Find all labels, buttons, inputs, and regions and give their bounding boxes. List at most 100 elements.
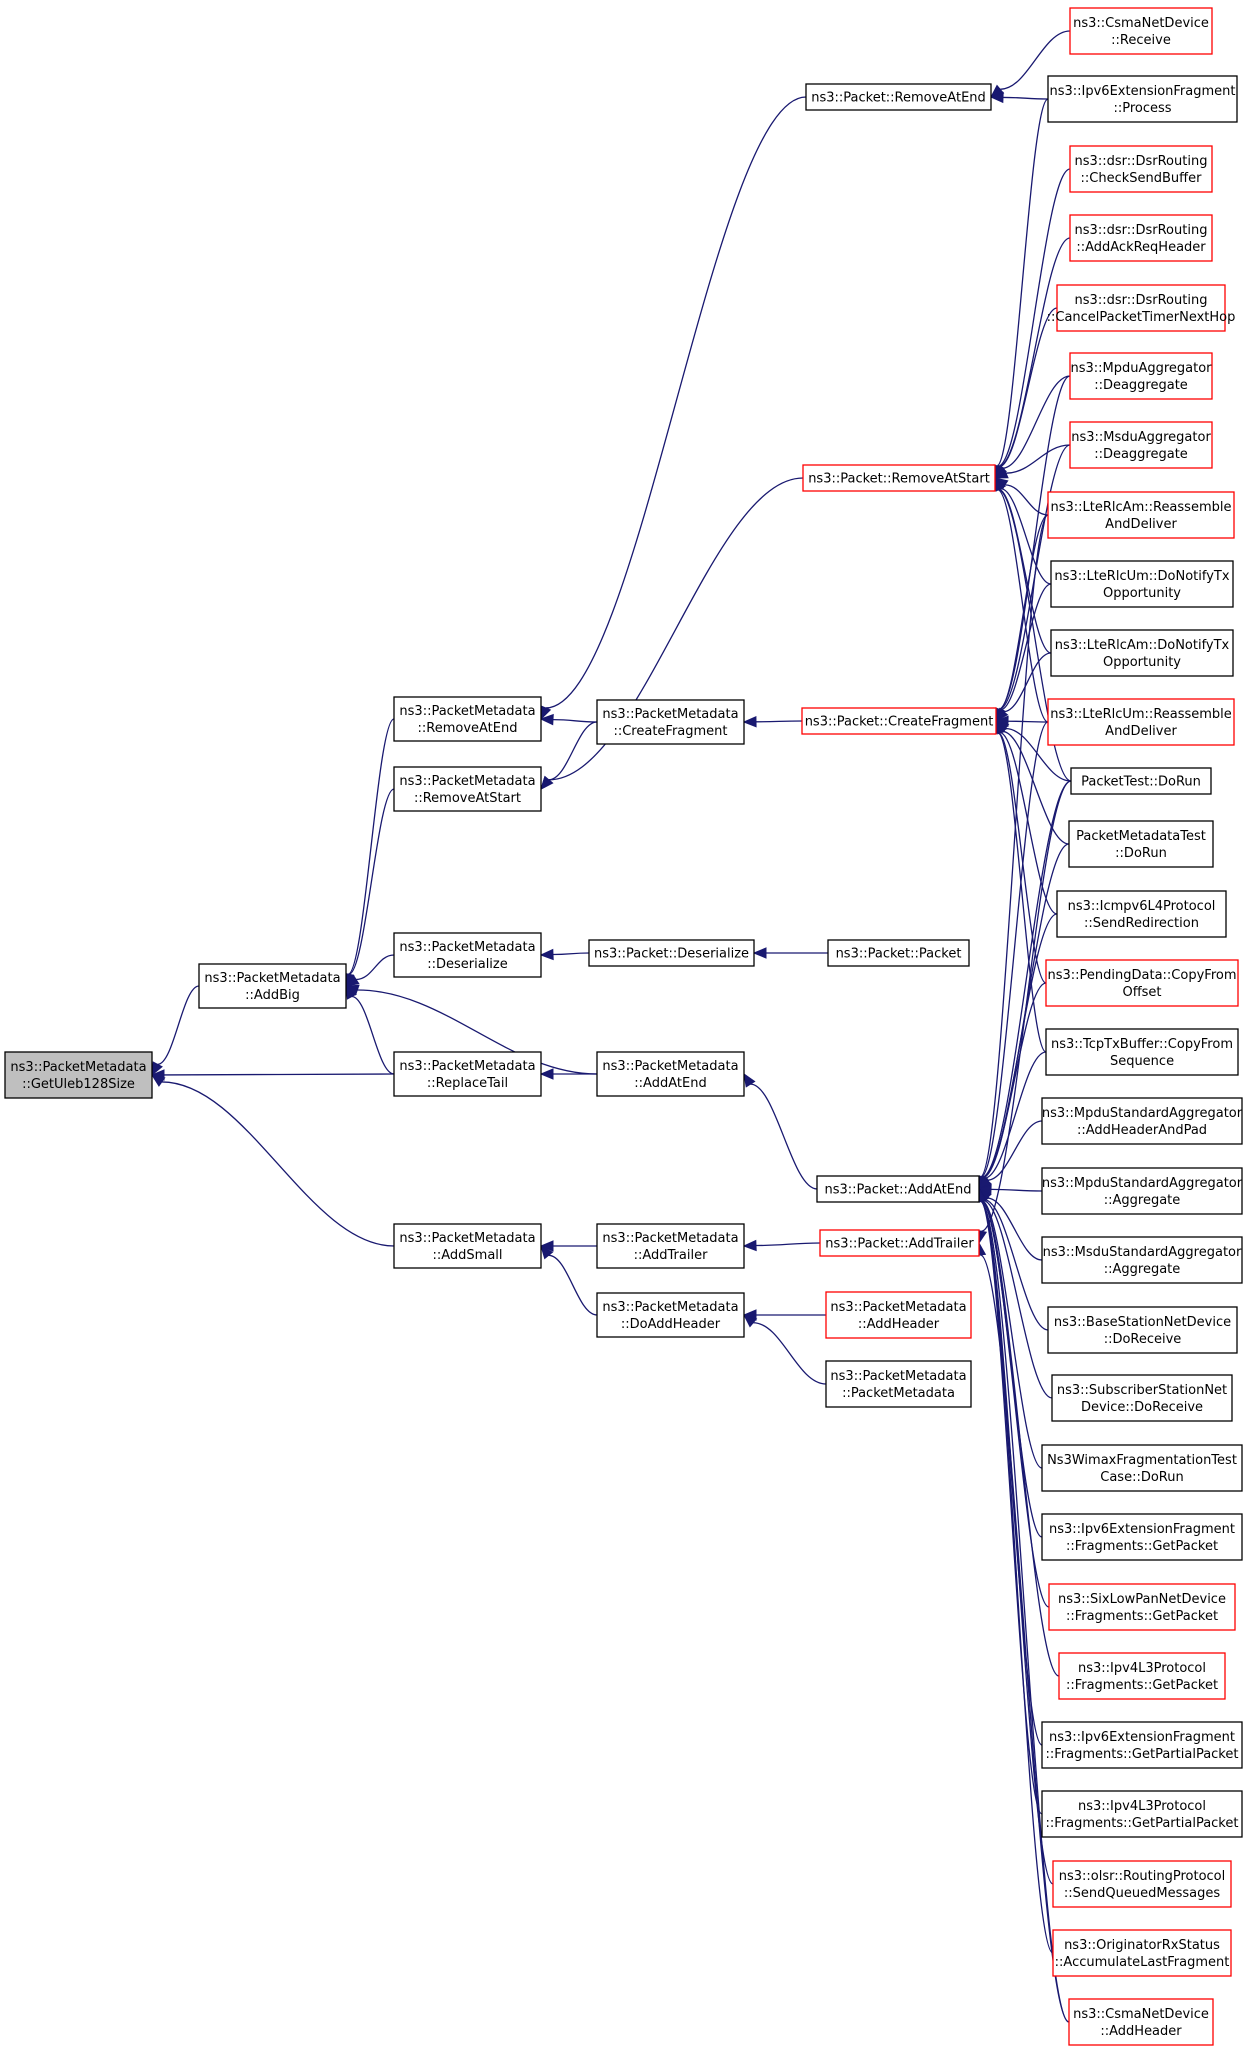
node-ipv4l3_partial[interactable]: ns3::Ipv4L3Protocol::Fragments::GetParti…	[1041, 1790, 1243, 1838]
node-box[interactable]	[1058, 1652, 1226, 1700]
node-box[interactable]	[596, 1223, 745, 1269]
node-box[interactable]	[596, 699, 745, 745]
node-csma_receive[interactable]: ns3::CsmaNetDevice::Receive	[1069, 7, 1213, 55]
node-dsr_addack[interactable]: ns3::dsr::DsrRouting::AddAckReqHeader	[1069, 214, 1213, 262]
node-p_removeatend[interactable]: ns3::Packet::RemoveAtEnd	[805, 83, 992, 111]
node-box[interactable]	[1070, 767, 1212, 795]
node-mpdustd_agg[interactable]: ns3::MpduStandardAggregator::Aggregate	[1041, 1167, 1243, 1215]
node-box[interactable]	[1052, 1860, 1232, 1908]
node-p_packet[interactable]: ns3::Packet::Packet	[827, 939, 970, 967]
node-p_addatend[interactable]: ns3::Packet::AddAtEnd	[816, 1175, 980, 1203]
node-box[interactable]	[393, 1223, 542, 1269]
node-csma_addheader[interactable]: ns3::CsmaNetDevice::AddHeader	[1068, 1998, 1214, 2046]
node-box[interactable]	[1069, 421, 1213, 469]
node-pm_addatend[interactable]: ns3::PacketMetadata::AddAtEnd	[596, 1051, 745, 1097]
node-box[interactable]	[1068, 820, 1214, 868]
node-box[interactable]	[1041, 1236, 1243, 1284]
node-p_addtrailer[interactable]: ns3::Packet::AddTrailer	[819, 1229, 980, 1257]
node-box[interactable]	[1069, 214, 1213, 262]
node-box[interactable]	[596, 1292, 745, 1338]
node-ipv4l3_getpacket[interactable]: ns3::Ipv4L3Protocol::Fragments::GetPacke…	[1058, 1652, 1226, 1700]
node-packettest[interactable]: PacketTest::DoRun	[1070, 767, 1212, 795]
node-ipv6frag_getpacket[interactable]: ns3::Ipv6ExtensionFragment::Fragments::G…	[1041, 1513, 1243, 1561]
node-replacetail[interactable]: ns3::PacketMetadata::ReplaceTail	[393, 1051, 542, 1097]
node-pm_createfragment[interactable]: ns3::PacketMetadata::CreateFragment	[596, 699, 745, 745]
node-box[interactable]	[825, 1360, 972, 1408]
node-dsr_cancel[interactable]: ns3::dsr::DsrRouting::CancelPacketTimerN…	[1047, 284, 1236, 332]
node-mpdustd_addheader[interactable]: ns3::MpduStandardAggregator::AddHeaderAn…	[1041, 1097, 1243, 1145]
node-ipv6frag_process[interactable]: ns3::Ipv6ExtensionFragment::Process	[1047, 75, 1238, 123]
node-box[interactable]	[393, 1051, 542, 1097]
node-addsmall[interactable]: ns3::PacketMetadata::AddSmall	[393, 1223, 542, 1269]
node-bsnd_receive[interactable]: ns3::BaseStationNetDevice::DoReceive	[1047, 1306, 1238, 1354]
node-box[interactable]	[1047, 75, 1238, 123]
node-pm_packetmetadata[interactable]: ns3::PacketMetadata::PacketMetadata	[825, 1360, 972, 1408]
node-box[interactable]	[1069, 145, 1213, 193]
node-p_deserialize[interactable]: ns3::Packet::Deserialize	[588, 939, 755, 967]
node-dsr_checksend[interactable]: ns3::dsr::DsrRouting::CheckSendBuffer	[1069, 145, 1213, 193]
node-mpdu_deagg[interactable]: ns3::MpduAggregator::Deaggregate	[1069, 352, 1213, 400]
node-box[interactable]	[393, 696, 542, 742]
node-box[interactable]	[588, 939, 755, 967]
node-box[interactable]	[802, 464, 996, 492]
node-box[interactable]	[1041, 1444, 1243, 1492]
node-olsr[interactable]: ns3::olsr::RoutingProtocol::SendQueuedMe…	[1052, 1860, 1232, 1908]
node-p_removeatstart[interactable]: ns3::Packet::RemoveAtStart	[802, 464, 996, 492]
node-ssnd_receive[interactable]: ns3::SubscriberStationNetDevice::DoRecei…	[1051, 1374, 1233, 1422]
node-box[interactable]	[596, 1051, 745, 1097]
node-box[interactable]	[1050, 629, 1234, 677]
node-box[interactable]	[1069, 352, 1213, 400]
node-msdu_deagg[interactable]: ns3::MsduAggregator::Deaggregate	[1069, 421, 1213, 469]
node-p_createfragment[interactable]: ns3::Packet::CreateFragment	[801, 707, 997, 735]
node-box[interactable]	[825, 1291, 972, 1339]
node-pm_removeatend[interactable]: ns3::PacketMetadata::RemoveAtEnd	[393, 696, 542, 742]
node-box[interactable]	[819, 1229, 980, 1257]
node-sixlowpan[interactable]: ns3::SixLowPanNetDevice::Fragments::GetP…	[1048, 1583, 1236, 1631]
node-box[interactable]	[801, 707, 997, 735]
node-getuleb[interactable]: ns3::PacketMetadata::GetUleb128Size	[4, 1051, 153, 1099]
node-ipv6frag_partial[interactable]: ns3::Ipv6ExtensionFragment::Fragments::G…	[1041, 1721, 1243, 1769]
node-box[interactable]	[1045, 1028, 1239, 1076]
node-box[interactable]	[4, 1051, 153, 1099]
node-box[interactable]	[1056, 890, 1227, 938]
node-box[interactable]	[1041, 1167, 1243, 1215]
node-originator[interactable]: ns3::OriginatorRxStatus::AccumulateLastF…	[1052, 1929, 1232, 1977]
node-box[interactable]	[816, 1175, 980, 1203]
node-box[interactable]	[1047, 1306, 1238, 1354]
node-box[interactable]	[1048, 1583, 1236, 1631]
node-box[interactable]	[1069, 7, 1213, 55]
node-msdustd_agg[interactable]: ns3::MsduStandardAggregator::Aggregate	[1041, 1236, 1243, 1284]
node-box[interactable]	[393, 932, 542, 978]
node-addbig[interactable]: ns3::PacketMetadata::AddBig	[198, 963, 347, 1009]
node-box[interactable]	[393, 766, 542, 812]
node-box[interactable]	[1041, 1790, 1243, 1838]
node-pm_addheader[interactable]: ns3::PacketMetadata::AddHeader	[825, 1291, 972, 1339]
node-pm_addtrailer[interactable]: ns3::PacketMetadata::AddTrailer	[596, 1223, 745, 1269]
node-pm_removeatstart[interactable]: ns3::PacketMetadata::RemoveAtStart	[393, 766, 542, 812]
node-pm_deserialize[interactable]: ns3::PacketMetadata::Deserialize	[393, 932, 542, 978]
node-box[interactable]	[1041, 1513, 1243, 1561]
node-box[interactable]	[1052, 1929, 1232, 1977]
node-box[interactable]	[1045, 959, 1239, 1007]
node-pm_doaddheader[interactable]: ns3::PacketMetadata::DoAddHeader	[596, 1292, 745, 1338]
node-box[interactable]	[1056, 284, 1226, 332]
node-box[interactable]	[1050, 560, 1234, 608]
node-box[interactable]	[827, 939, 970, 967]
node-box[interactable]	[1041, 1721, 1243, 1769]
node-box[interactable]	[1041, 1097, 1243, 1145]
node-box[interactable]	[1047, 698, 1235, 746]
node-box[interactable]	[1068, 1998, 1214, 2046]
node-box[interactable]	[805, 83, 992, 111]
node-box[interactable]	[198, 963, 347, 1009]
node-box[interactable]	[1051, 1374, 1233, 1422]
node-icmpv6[interactable]: ns3::Icmpv6L4Protocol::SendRedirection	[1056, 890, 1227, 938]
node-pmtest[interactable]: PacketMetadataTest::DoRun	[1068, 820, 1214, 868]
node-box[interactable]	[1047, 491, 1235, 539]
